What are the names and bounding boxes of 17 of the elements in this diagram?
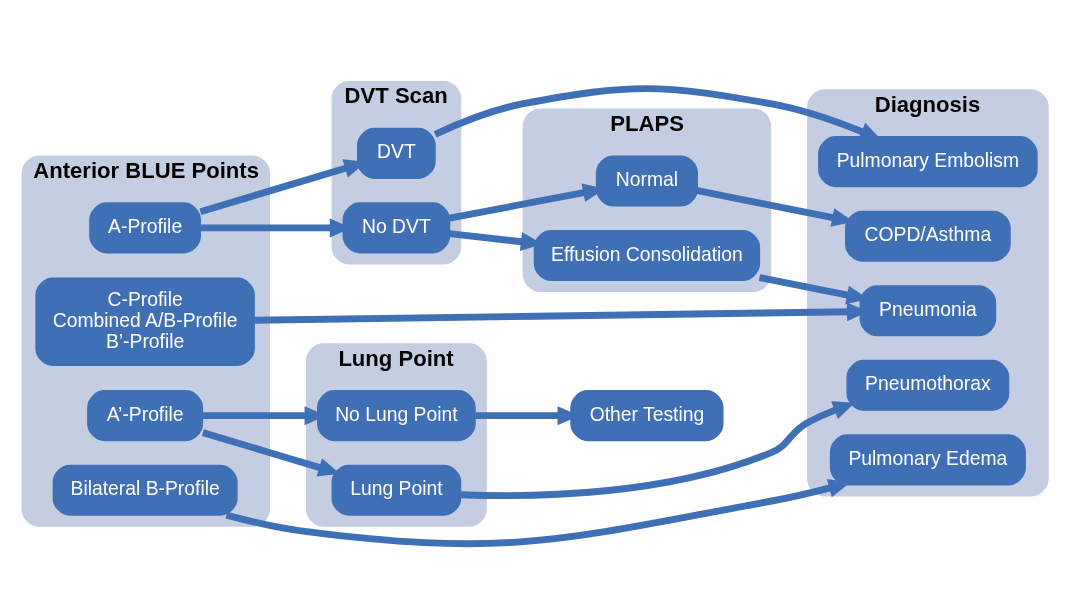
node-box: Pulmonary Embolism <box>818 136 1038 188</box>
node-box: No Lung Point <box>317 390 476 442</box>
node-box: Normal <box>595 155 699 207</box>
node-box: Effusion Consolidation <box>533 230 761 282</box>
node-box: Other Testing <box>570 390 724 442</box>
node-box: Bilateral B-Profile <box>52 464 238 516</box>
node-box: A-Profile <box>89 202 202 254</box>
node-box: COPD/Asthma <box>845 210 1011 262</box>
node-box: A’-Profile <box>87 390 204 442</box>
node-box: DVT <box>357 127 436 179</box>
arrow <box>461 401 855 500</box>
node-box: C-Profile Combined A/B-Profile B’-Profile <box>35 277 255 366</box>
node-box: No DVT <box>342 202 451 254</box>
node-box: Pneumothorax <box>846 359 1010 411</box>
node-box: Lung Point <box>331 464 462 516</box>
node-box: Pulmonary Edema <box>829 434 1026 486</box>
node-box: Pneumonia <box>859 285 997 337</box>
